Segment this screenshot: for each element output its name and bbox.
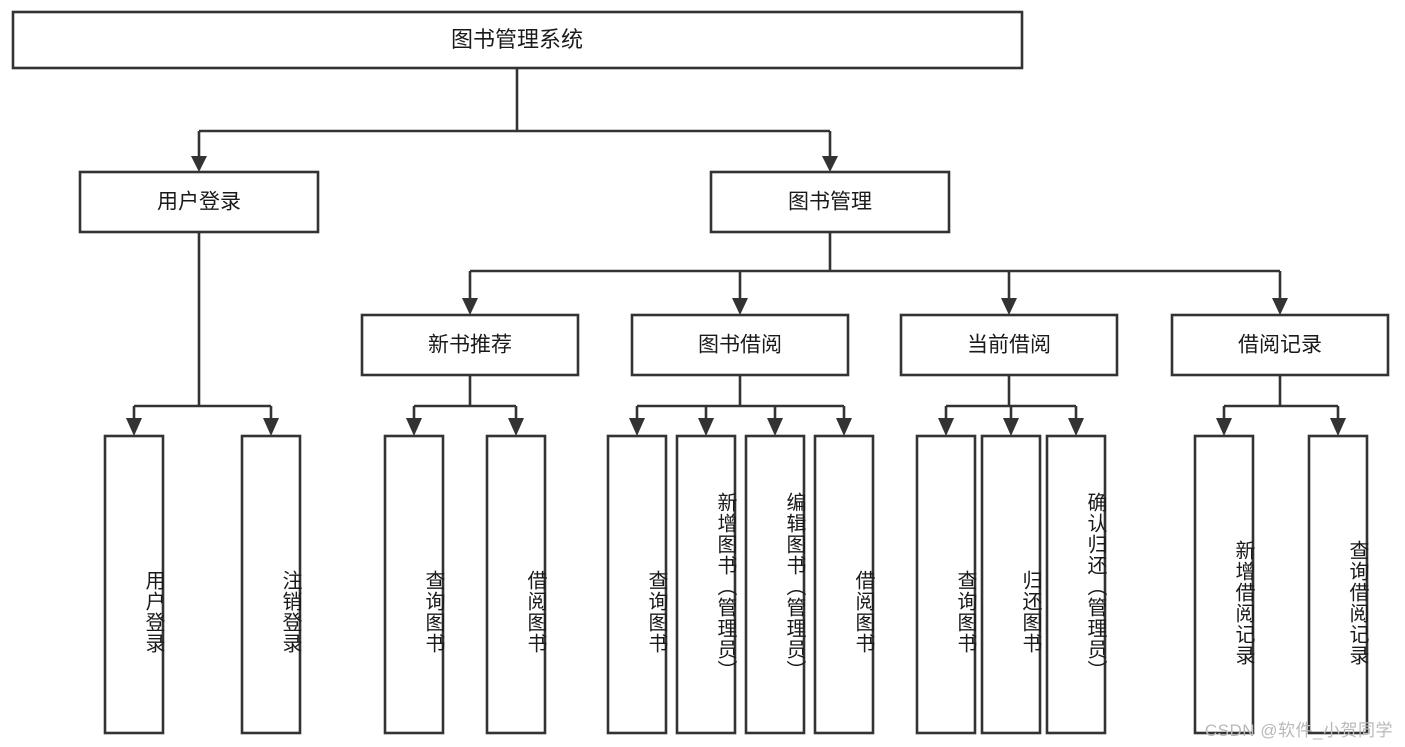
arrow-head-bookmgmt-current [1001,298,1017,315]
arrow-head-bookmgmt-record [1272,298,1288,315]
node-book-borrow[interactable]: 图书借阅 [630,313,850,377]
arrow-head-borrowrecord-leaf2 [1330,418,1346,436]
arrow-head-bookborrow-leaf2 [698,418,714,436]
connector-group-root [191,68,838,172]
arrow-head-bookborrow-leaf4 [836,418,852,436]
connector-group-user-login [126,232,279,436]
arrow-head-login-leaf1 [126,418,142,436]
leaf-box-book-borrow-3[interactable] [744,434,806,735]
node-new-book-recommend[interactable]: 新书推荐 [360,313,580,377]
node-user-login-label: 用户登录 [157,191,241,214]
node-borrow-record-box[interactable] [1170,313,1390,377]
connector-group-borrow-record [1216,375,1346,436]
node-current-borrow-box[interactable] [899,313,1119,377]
arrow-head-root-to-bookmgmt [822,156,838,172]
node-book-management-box[interactable] [709,170,951,234]
arrow-head-root-to-login [191,156,207,172]
watermark-text: CSDN @软件_小贺同学 [1204,721,1393,740]
arrow-head-newbook-leaf1 [406,418,422,436]
arrow-head-bookborrow-leaf3 [767,418,783,436]
leaf-box-book-borrow-1[interactable] [606,434,668,735]
node-root-system[interactable]: 图书管理系统 [11,10,1024,70]
arrow-head-login-leaf2 [263,418,279,436]
node-current-borrow-label: 当前借阅 [967,334,1051,357]
arrow-head-currentborrow-leaf3 [1068,418,1084,436]
connector-group-current-borrow [938,375,1084,436]
leaf-box-book-borrow-4[interactable] [813,434,875,735]
arrow-head-currentborrow-leaf2 [1003,418,1019,436]
connector-group-book-borrow [629,375,852,436]
leaf-box-new-book-2[interactable] [485,434,547,735]
node-book-management[interactable]: 图书管理 [709,170,951,234]
arrow-head-currentborrow-leaf1 [938,418,954,436]
leaf-box-borrow-record-1[interactable] [1193,434,1255,735]
node-book-borrow-label: 图书借阅 [698,334,782,357]
node-user-login[interactable]: 用户登录 [78,170,320,234]
node-book-borrow-box[interactable] [630,313,850,377]
leaf-box-current-borrow-3[interactable] [1045,434,1107,735]
arrow-head-bookmgmt-new [462,298,478,315]
node-user-login-box[interactable] [78,170,320,234]
leaf-box-book-borrow-2[interactable] [675,434,737,735]
leaf-box-user-login-2[interactable] [240,434,302,735]
connector-group-new-book [406,375,524,436]
connector-group-book-management [462,232,1288,315]
node-new-book-recommend-label: 新书推荐 [428,334,512,357]
leaf-box-user-login-1[interactable] [103,434,165,735]
arrow-head-newbook-leaf2 [508,418,524,436]
leaf-box-current-borrow-1[interactable] [915,434,977,735]
leaf-box-current-borrow-2[interactable] [980,434,1042,735]
arrow-head-bookmgmt-borrow [732,298,748,315]
node-root-system-box[interactable] [11,10,1024,70]
node-root-system-label: 图书管理系统 [451,27,583,52]
node-book-management-label: 图书管理 [788,191,872,214]
leaf-box-new-book-1[interactable] [383,434,445,735]
arrow-head-borrowrecord-leaf1 [1216,418,1232,436]
leaf-box-borrow-record-2[interactable] [1307,434,1369,735]
node-borrow-record-label: 借阅记录 [1238,334,1322,357]
node-current-borrow[interactable]: 当前借阅 [899,313,1119,377]
node-new-book-recommend-box[interactable] [360,313,580,377]
node-borrow-record[interactable]: 借阅记录 [1170,313,1390,377]
arrow-head-bookborrow-leaf1 [629,418,645,436]
